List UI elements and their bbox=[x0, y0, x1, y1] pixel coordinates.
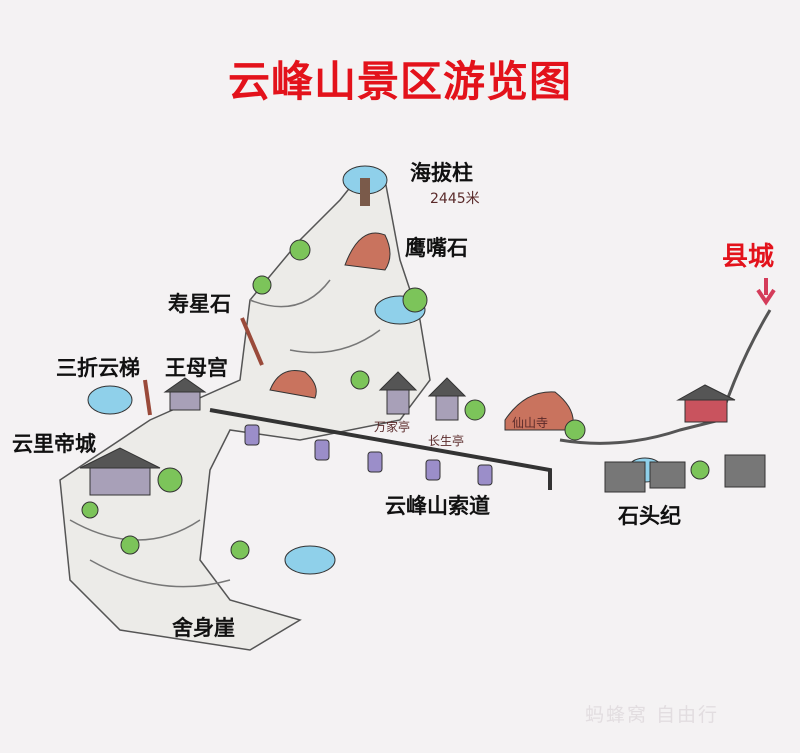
altitude-pillar-icon bbox=[360, 178, 370, 206]
label-pavilion-1: 万家亭 bbox=[374, 420, 411, 434]
arrow-icon bbox=[143, 379, 152, 416]
mountain bbox=[59, 174, 431, 651]
label-queen-mother: 王母宫 bbox=[165, 356, 228, 380]
label-ladder: 三折云梯 bbox=[56, 356, 140, 380]
label-altitude-pillar: 海拔柱 bbox=[410, 161, 473, 185]
label-cableway: 云峰山索道 bbox=[385, 494, 490, 518]
trees bbox=[81, 239, 710, 560]
label-altitude: 2445米 bbox=[430, 191, 480, 207]
label-county: 县城 bbox=[722, 242, 775, 272]
label-stone-age: 石头纪 bbox=[618, 504, 681, 528]
pavilions bbox=[79, 371, 467, 496]
arrow-icon bbox=[756, 278, 776, 306]
label-cloud-city: 云里帝城 bbox=[12, 432, 96, 456]
rocks bbox=[269, 232, 574, 431]
label-longevity-star: 寿星石 bbox=[168, 292, 231, 316]
map-title: 云峰山景区游览图 bbox=[227, 57, 572, 106]
label-eagle-beak: 鹰嘴石 bbox=[405, 236, 468, 260]
label-rock: 仙山寺 bbox=[512, 416, 549, 430]
watermark: 蚂蜂窝 自由行 bbox=[585, 704, 720, 726]
road bbox=[559, 309, 772, 445]
cable-cars bbox=[244, 424, 493, 486]
label-cliff: 舍身崖 bbox=[172, 616, 235, 640]
arrow-icon bbox=[240, 317, 264, 366]
stone-houses bbox=[604, 454, 766, 493]
cableway-line bbox=[209, 408, 552, 490]
county-gate bbox=[676, 384, 736, 423]
label-pavilion-2: 长生亭 bbox=[428, 434, 465, 448]
